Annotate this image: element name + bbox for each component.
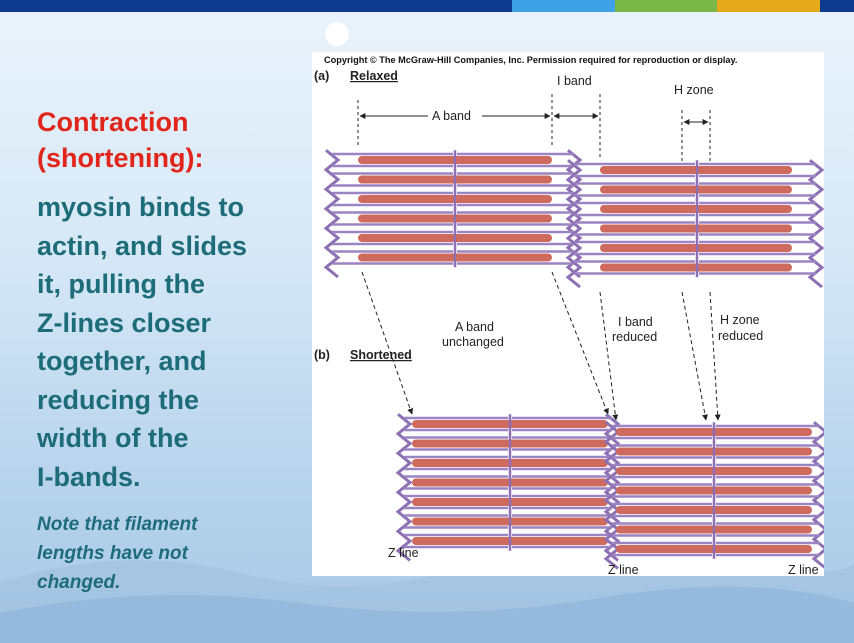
i-band-reduced-label: I band (618, 315, 653, 329)
a-band-label-bg (428, 106, 482, 122)
copyright-text: Copyright © The McGraw-Hill Companies, I… (324, 55, 737, 65)
h-zone-reduced-label-2: reduced (718, 329, 763, 343)
a-band-unchanged-label-2: unchanged (442, 335, 504, 349)
sarcomere-figure: Copyright © The McGraw-Hill Companies, I… (312, 52, 824, 576)
z-line-label: Z line (608, 563, 639, 576)
slide-heading: Contraction (shortening): (37, 107, 204, 173)
top-bar-segment (820, 0, 854, 12)
panel-a-title: Relaxed (350, 69, 398, 83)
top-bar-segment (615, 0, 717, 12)
h-zone-reduced-label: H zone (720, 313, 760, 327)
decorative-dot (325, 22, 349, 46)
connector-arrow (551, 271, 609, 415)
sarcomere-diagram: Copyright © The McGraw-Hill Companies, I… (314, 55, 824, 576)
slide-note: Note that filament lengths have not chan… (37, 514, 198, 593)
panel-b-tag: (b) (314, 348, 330, 362)
top-bar-segment (0, 0, 512, 12)
relaxed-sarcomere-right (565, 159, 824, 289)
panel-a-tag: (a) (314, 69, 329, 83)
connector-arrow (361, 271, 414, 415)
panel-b-title: Shortened (350, 348, 412, 362)
top-bar-segment (512, 0, 615, 12)
slide-text: Contraction (shortening): myosin binds t… (37, 104, 307, 597)
i-band-label: I band (557, 74, 592, 88)
top-bar-segment (717, 0, 820, 12)
shortened-sarcomere-left (395, 413, 621, 562)
h-zone-label: H zone (674, 83, 714, 97)
z-line-label: Z line (388, 546, 419, 560)
shortened-sarcomere-right (603, 421, 824, 570)
slide-body: myosin binds to actin, and slides it, pu… (37, 192, 248, 492)
relaxed-sarcomere-left (323, 149, 583, 279)
i-band-reduced-label-2: reduced (612, 330, 657, 344)
connector-arrow (681, 291, 708, 421)
connector-arrow (599, 291, 619, 421)
z-line-label: Z line (788, 563, 819, 576)
a-band-unchanged-label: A band (455, 320, 494, 334)
connector-arrow (709, 291, 721, 421)
top-color-bar (0, 0, 854, 12)
a-band-label: A band (432, 109, 471, 123)
